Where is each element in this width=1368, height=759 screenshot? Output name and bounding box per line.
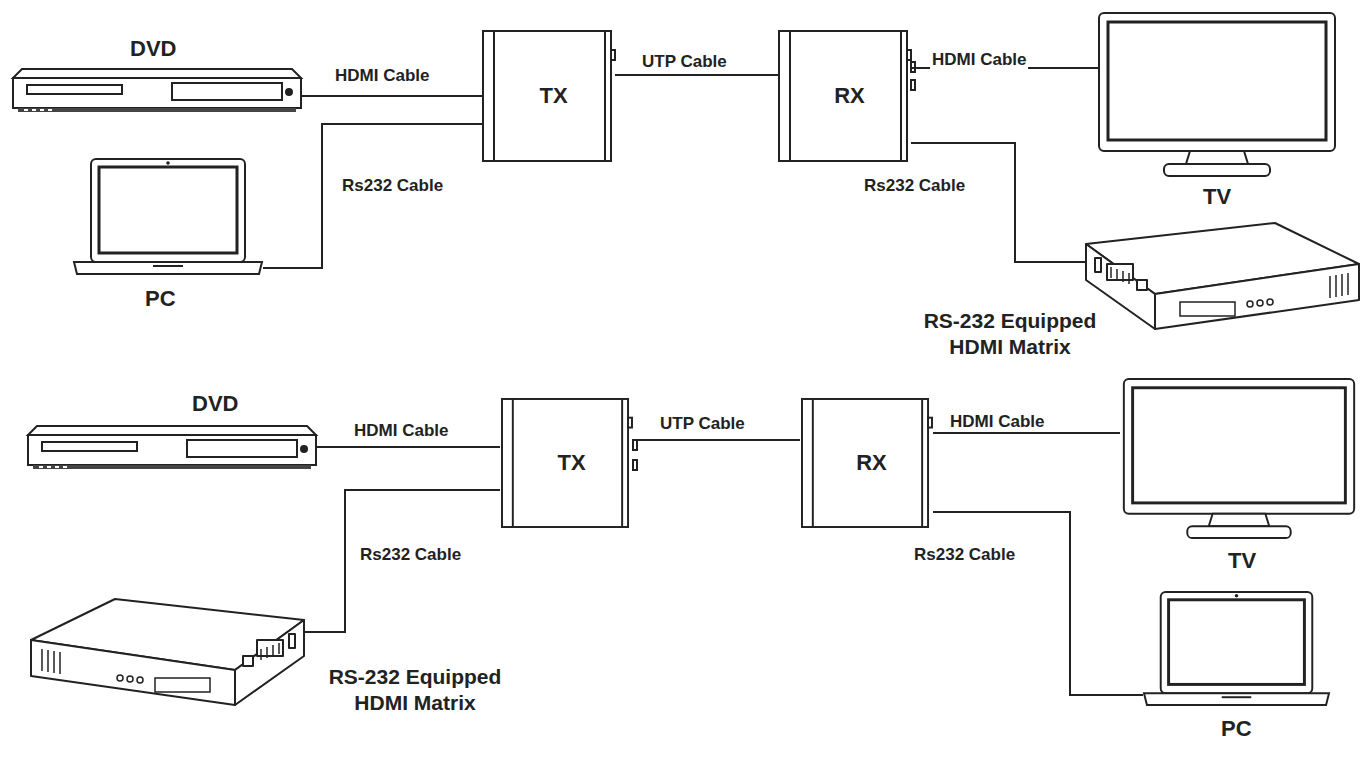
- cable-line: [305, 490, 500, 632]
- device-label: DVD: [130, 36, 176, 62]
- dvd-player: DVD: [27, 425, 317, 470]
- hdmi-matrix: RS-232 Equipped HDMI Matrix: [30, 598, 305, 706]
- device-label: DVD: [192, 391, 238, 417]
- cable-label: HDMI Cable: [352, 421, 450, 441]
- receiver-box: RX: [778, 30, 911, 162]
- cable-line: [302, 96, 482, 97]
- cable-label: Rs232 Cable: [912, 545, 1017, 565]
- cable-label: Rs232 Cable: [340, 176, 445, 196]
- tv-monitor: TV: [1120, 378, 1358, 540]
- device-label: RS-232 Equipped HDMI Matrix: [310, 664, 520, 717]
- tv-monitor: TV: [1098, 12, 1336, 178]
- device-label: PC: [1221, 716, 1252, 742]
- transmitter-box: TX: [500, 398, 633, 528]
- cable-line: [317, 447, 500, 448]
- cable-label: UTP Cable: [658, 414, 747, 434]
- cable-line: [615, 75, 778, 76]
- device-label: RS-232 Equipped HDMI Matrix: [910, 308, 1110, 361]
- transmitter-box: TX: [482, 30, 615, 162]
- receiver-box: RX: [800, 398, 933, 528]
- cable-label: HDMI Cable: [333, 66, 431, 86]
- cable-label: Rs232 Cable: [358, 545, 463, 565]
- cable-label: HDMI Cable: [930, 50, 1028, 70]
- cable-label: UTP Cable: [640, 52, 729, 72]
- cable-label: Rs232 Cable: [862, 176, 967, 196]
- cable-label: HDMI Cable: [948, 412, 1046, 432]
- device-label: TV: [1228, 548, 1256, 574]
- pc-laptop: PC: [73, 158, 263, 275]
- cable-line: [933, 512, 1143, 695]
- cable-line: [633, 440, 800, 441]
- hdmi-matrix: RS-232 Equipped HDMI Matrix: [1085, 222, 1360, 330]
- cable-line: [933, 433, 1120, 434]
- device-label: TV: [1203, 184, 1231, 210]
- device-label: PC: [145, 286, 176, 312]
- cable-line: [911, 143, 1085, 262]
- box-label: TX: [482, 30, 615, 162]
- box-label: RX: [778, 30, 911, 162]
- cable-line: [263, 124, 482, 268]
- dvd-player: DVD: [12, 68, 302, 113]
- pc-laptop: PC: [1143, 590, 1330, 707]
- box-label: RX: [800, 398, 933, 528]
- box-label: TX: [500, 398, 633, 528]
